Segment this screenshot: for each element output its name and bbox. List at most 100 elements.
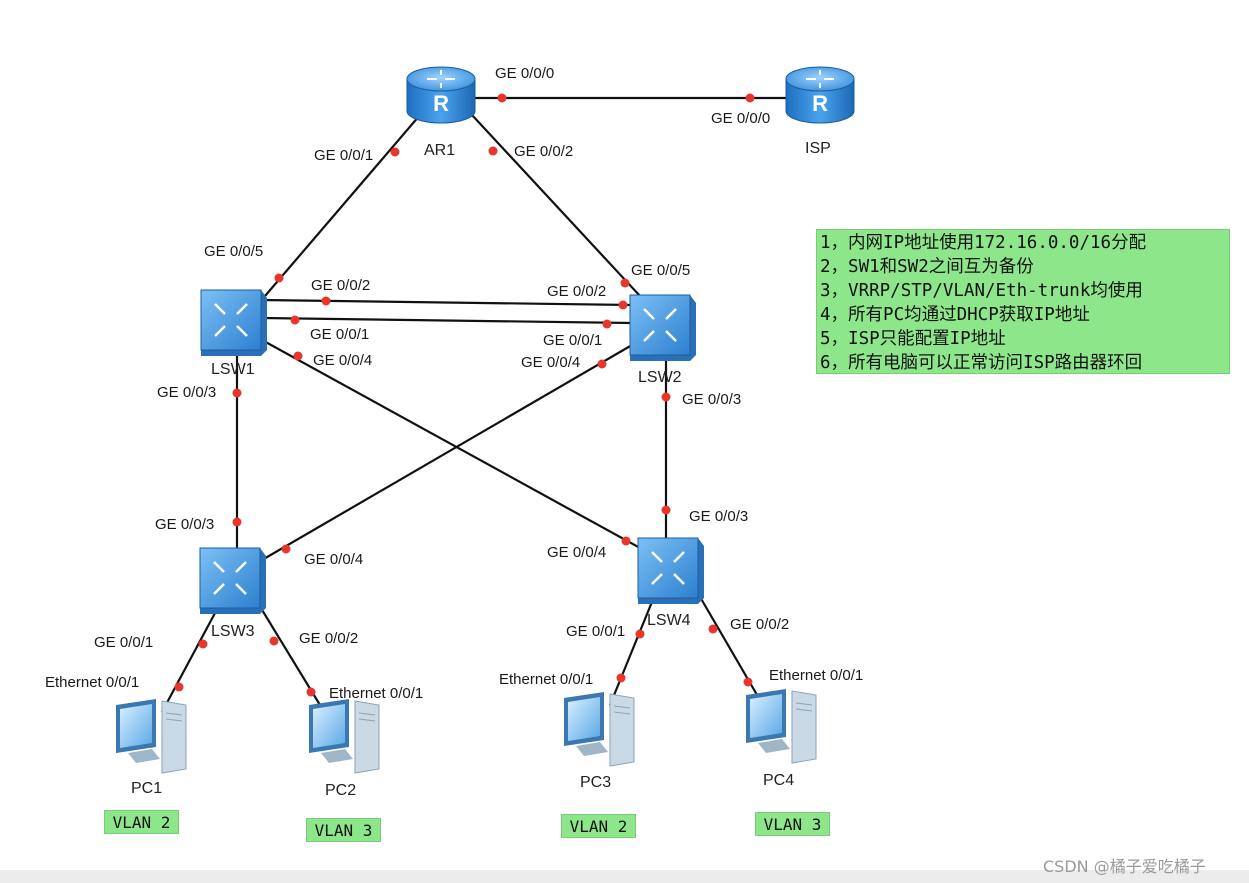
port-dot bbox=[743, 677, 753, 687]
port-label: GE 0/0/2 bbox=[547, 283, 606, 300]
device-label-pc1: PC1 bbox=[131, 780, 162, 797]
port-dot bbox=[661, 392, 671, 402]
port-dot bbox=[232, 388, 242, 398]
switch-icon[interactable] bbox=[199, 547, 266, 614]
svg-text:R: R bbox=[812, 91, 828, 116]
port-dot bbox=[232, 517, 242, 527]
pc-icon[interactable] bbox=[309, 699, 380, 774]
port-labels: GE 0/0/0 GE 0/0/0 GE 0/0/1 GE 0/0/2 GE 0… bbox=[45, 65, 863, 702]
port-label: GE 0/0/0 bbox=[495, 65, 554, 82]
device-labels: AR1 ISP LSW1 LSW2 LSW3 LSW4 PC1 PC2 PC3 … bbox=[131, 140, 831, 799]
port-label: GE 0/0/3 bbox=[682, 391, 741, 408]
device-label-ar1: AR1 bbox=[424, 142, 455, 159]
port-dot bbox=[390, 147, 400, 157]
port-dots bbox=[174, 93, 755, 697]
port-label: GE 0/0/4 bbox=[313, 352, 372, 369]
port-dot bbox=[620, 278, 630, 288]
port-dot bbox=[274, 273, 284, 283]
port-dot bbox=[497, 93, 507, 103]
device-label-pc4: PC4 bbox=[763, 772, 794, 789]
port-label: GE 0/0/4 bbox=[521, 354, 580, 371]
link-lsw4-pc3 bbox=[608, 591, 658, 706]
watermark: CSDN @橘子爱吃橘子 bbox=[1043, 857, 1206, 876]
link-lsw3-pc2 bbox=[255, 599, 321, 706]
port-dot bbox=[290, 315, 300, 325]
port-dot bbox=[281, 544, 291, 554]
port-label: GE 0/0/5 bbox=[204, 243, 263, 260]
port-dot bbox=[661, 505, 671, 515]
port-dot bbox=[616, 673, 626, 683]
requirement-item: 2，SW1和SW2之间互为备份 bbox=[820, 257, 1034, 277]
device-label-pc2: PC2 bbox=[325, 782, 356, 799]
router-icon[interactable]: R bbox=[785, 66, 855, 124]
port-label: GE 0/0/1 bbox=[543, 332, 602, 349]
port-dot bbox=[269, 636, 279, 646]
port-label: GE 0/0/1 bbox=[310, 326, 369, 343]
switch-icon[interactable] bbox=[200, 289, 267, 356]
device-label-isp: ISP bbox=[805, 140, 831, 157]
port-label: Ethernet 0/0/1 bbox=[45, 674, 139, 691]
pc-icon[interactable] bbox=[564, 692, 635, 767]
svg-text:R: R bbox=[433, 91, 449, 116]
port-dot bbox=[621, 536, 631, 546]
port-label: GE 0/0/2 bbox=[299, 630, 358, 647]
device-label-pc3: PC3 bbox=[580, 774, 611, 791]
port-label: GE 0/0/2 bbox=[514, 143, 573, 160]
port-label: GE 0/0/2 bbox=[730, 616, 789, 633]
requirement-item: 5，ISP只能配置IP地址 bbox=[820, 329, 1006, 349]
requirement-item: 1，内网IP地址使用172.16.0.0/16分配 bbox=[820, 233, 1147, 253]
link-lsw2-lsw3 bbox=[261, 344, 633, 561]
port-label: GE 0/0/1 bbox=[94, 634, 153, 651]
link-lsw1-lsw2-a bbox=[261, 298, 633, 307]
footer-bar bbox=[0, 870, 1249, 883]
vlan-tag-pc1: VLAN 2 bbox=[104, 810, 179, 834]
switch-icon[interactable] bbox=[629, 294, 696, 361]
port-dot bbox=[488, 146, 498, 156]
port-dot bbox=[635, 629, 645, 639]
port-dot bbox=[708, 624, 718, 634]
vlan-tag-pc3: VLAN 2 bbox=[561, 814, 636, 838]
port-label: GE 0/0/2 bbox=[311, 277, 370, 294]
link-lsw1-lsw2-b bbox=[261, 316, 633, 325]
port-dot bbox=[745, 93, 755, 103]
port-label: Ethernet 0/0/1 bbox=[499, 671, 593, 688]
port-dot bbox=[293, 351, 303, 361]
device-label-lsw3: LSW3 bbox=[211, 623, 255, 640]
port-dot bbox=[198, 639, 208, 649]
requirement-item: 3，VRRP/STP/VLAN/Eth-trunk均使用 bbox=[820, 281, 1143, 301]
requirement-item: 6，所有电脑可以正常访问ISP路由器环回 bbox=[820, 353, 1143, 373]
vlan-tag-pc2: VLAN 3 bbox=[306, 818, 381, 842]
port-label: Ethernet 0/0/1 bbox=[769, 667, 863, 684]
port-label: GE 0/0/4 bbox=[304, 551, 363, 568]
port-label: Ethernet 0/0/1 bbox=[329, 685, 423, 702]
port-label: GE 0/0/1 bbox=[314, 147, 373, 164]
requirement-item: 4，所有PC均通过DHCP获取IP地址 bbox=[820, 305, 1090, 325]
port-dot bbox=[306, 687, 316, 697]
port-label: GE 0/0/5 bbox=[631, 262, 690, 279]
requirements-note: 1，内网IP地址使用172.16.0.0/16分配 2，SW1和SW2之间互为备… bbox=[816, 229, 1230, 374]
port-label: GE 0/0/3 bbox=[689, 508, 748, 525]
port-dot bbox=[618, 300, 628, 310]
port-label: GE 0/0/3 bbox=[155, 516, 214, 533]
link-lsw3-pc1 bbox=[161, 599, 223, 713]
router-icon[interactable]: R bbox=[406, 66, 476, 124]
port-dot bbox=[602, 319, 612, 329]
link-lsw1-lsw4 bbox=[261, 339, 641, 549]
port-dot bbox=[321, 296, 331, 306]
device-label-lsw4: LSW4 bbox=[647, 612, 691, 629]
switch-icon[interactable] bbox=[637, 537, 704, 604]
port-label: GE 0/0/1 bbox=[566, 623, 625, 640]
link-ar1-lsw2 bbox=[471, 114, 641, 297]
port-label: GE 0/0/3 bbox=[157, 384, 216, 401]
link-ar1-lsw1 bbox=[264, 114, 421, 297]
port-label: GE 0/0/0 bbox=[711, 110, 770, 127]
device-label-lsw2: LSW2 bbox=[638, 369, 682, 386]
pc-icon[interactable] bbox=[746, 689, 817, 764]
vlan-tag-pc4: VLAN 3 bbox=[755, 812, 830, 836]
port-dot bbox=[597, 359, 607, 369]
device-label-lsw1: LSW1 bbox=[211, 361, 255, 378]
pc-icon[interactable] bbox=[116, 699, 187, 774]
port-label: GE 0/0/4 bbox=[547, 544, 606, 561]
port-dot bbox=[174, 682, 184, 692]
